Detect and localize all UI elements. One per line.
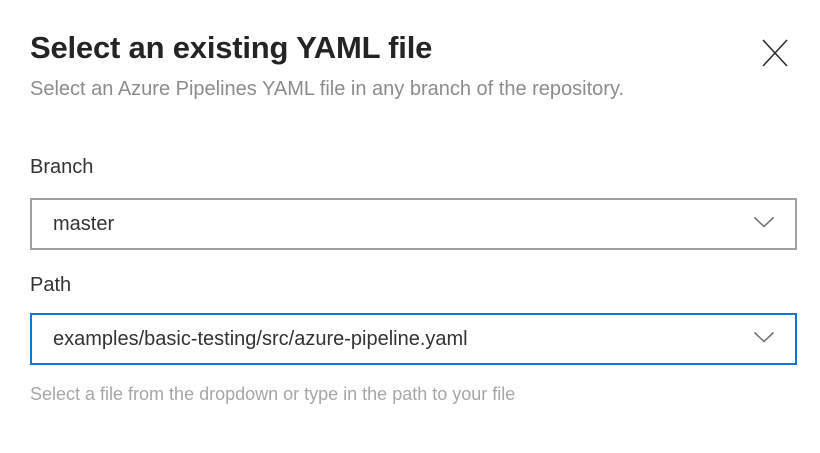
dialog-title: Select an existing YAML file [30, 30, 433, 65]
path-combobox[interactable]: examples/basic-testing/src/azure-pipelin… [30, 313, 797, 365]
branch-dropdown-value: master [53, 212, 115, 235]
path-label: Path [30, 274, 72, 296]
dialog-subtitle: Select an Azure Pipelines YAML file in a… [30, 78, 625, 100]
path-helper-text: Select a file from the dropdown or type … [30, 384, 516, 404]
branch-dropdown[interactable]: master [30, 198, 797, 250]
branch-label: Branch [30, 156, 94, 178]
close-icon [760, 38, 790, 68]
close-button[interactable] [758, 36, 792, 70]
chevron-down-icon [753, 330, 775, 348]
path-combobox-value: examples/basic-testing/src/azure-pipelin… [53, 327, 468, 350]
chevron-down-icon [753, 215, 775, 233]
